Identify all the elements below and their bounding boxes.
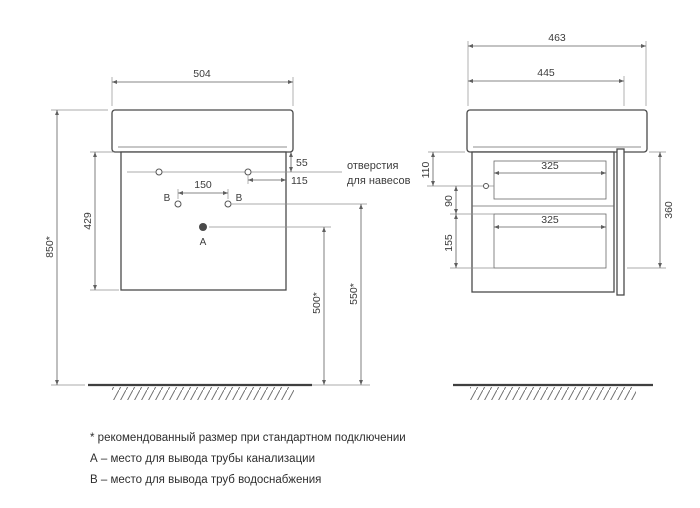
note-recommended-size: * рекомендованный размер при стандартном… [90, 432, 406, 444]
front-cabinet-body [120, 151, 287, 291]
front-hanger-hole-right [244, 168, 252, 176]
dim-side-drawer-top-width-label: 325 [541, 160, 559, 172]
dim-front-hole-top-offset: 55 [289, 152, 308, 172]
dim-front-total-height-label: 850* [44, 236, 56, 258]
dim-front-width: 504 [111, 68, 294, 106]
dim-side-cabinet-depth-label: 445 [537, 67, 555, 79]
dim-side-countertop-depth-label: 463 [548, 32, 566, 44]
side-hanger-hole [483, 183, 489, 189]
front-countertop [111, 109, 294, 153]
callout-holes-line2: для навесов [347, 175, 411, 187]
dim-side-drawer-bottom-width: 325 [494, 214, 606, 229]
dim-front-drain-height: 500* [311, 227, 326, 385]
dim-side-drawer-bottom-width-label: 325 [541, 214, 559, 226]
dim-side-drawer-height: 155 [443, 214, 494, 269]
notes: * рекомендованный размер при стандартном… [90, 432, 406, 486]
side-countertop [466, 109, 648, 153]
dim-front-water-span: 150 [177, 179, 229, 199]
side-cabinet-body [471, 151, 615, 293]
dim-front-hole-top-offset-label: 55 [296, 157, 308, 169]
dim-front-cabinet-height-label: 429 [82, 212, 94, 230]
note-point-a: А – место для вывода трубы канализации [90, 453, 315, 465]
side-door-panel [616, 148, 625, 296]
dim-front-drain-height-label: 500* [311, 292, 323, 314]
dim-side-hole-top-offset: 110 [420, 151, 465, 186]
label-a: А [200, 237, 207, 248]
dim-front-water-span-label: 150 [194, 179, 212, 191]
note-point-b: В – место для вывода труб водоснабжения [90, 474, 321, 486]
ground-hatch-left [112, 387, 294, 400]
dim-side-countertop-depth: 463 [467, 32, 647, 106]
point-a [199, 223, 207, 231]
dim-side-hole-top-offset-label: 110 [420, 161, 432, 178]
label-b-right: В [236, 193, 243, 204]
dim-front-width-label: 504 [193, 68, 211, 80]
dim-side-drawer-height-label: 155 [443, 234, 455, 252]
label-b-left: В [164, 193, 171, 204]
front-view: отверстия для навесов 504 850* 429 55 [44, 68, 411, 386]
dim-front-water-height-label: 550* [348, 283, 360, 305]
dim-side-drawer-top-width: 325 [494, 160, 606, 175]
callout-holes-line1: отверстия [347, 160, 399, 172]
dim-side-front-height: 360 [627, 151, 675, 269]
side-drawer-bottom [493, 213, 607, 269]
front-hanger-hole-left [155, 168, 163, 176]
point-b-left [174, 200, 182, 208]
ground [88, 383, 653, 400]
dim-front-hole-side-offset: 115 [247, 175, 308, 187]
dim-front-total-height: 850* [44, 109, 108, 386]
dim-front-cabinet-height: 429 [82, 151, 119, 291]
dim-side-front-height-label: 360 [663, 201, 675, 219]
dim-front-water-height: 550* [348, 204, 363, 385]
point-b-right [224, 200, 232, 208]
dim-side-hole-to-water-label: 90 [443, 195, 455, 207]
dim-front-hole-side-offset-label: 115 [291, 175, 308, 187]
side-view: 463 445 110 90 155 325 [420, 32, 675, 296]
side-drawer-top [493, 160, 607, 200]
ground-hatch-right [470, 387, 636, 400]
dim-side-cabinet-depth: 445 [468, 67, 625, 106]
